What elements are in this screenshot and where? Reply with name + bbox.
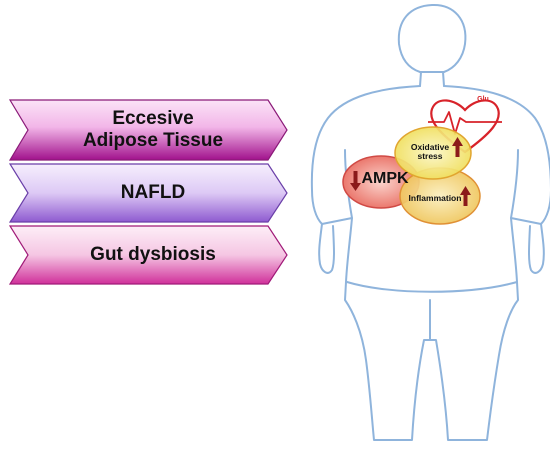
circle-oxidative-stress xyxy=(394,126,472,180)
arrow-nafld xyxy=(8,163,288,223)
heart-glu-label: Glu xyxy=(477,96,489,103)
ampk-label: AMPK xyxy=(361,170,409,187)
up-arrow-icon xyxy=(460,186,471,206)
arrow-label-nafld: NAFLD xyxy=(120,182,186,204)
inflammation-label: Inflammation xyxy=(408,193,462,203)
left-arm xyxy=(318,223,335,274)
oxidative-stress-label: Oxidative stress xyxy=(410,142,450,162)
arrow-excessive-adipose xyxy=(8,99,288,161)
up-arrow-icon xyxy=(452,137,463,157)
head-outline xyxy=(397,3,467,73)
arrow-gut-dysbiosis xyxy=(8,225,288,285)
right-arm xyxy=(528,223,545,274)
arrow-label-adipose: Eccesive Adipose Tissue xyxy=(82,108,224,151)
arrow-label-gut-dysbiosis: Gut dysbiosis xyxy=(90,244,216,266)
down-arrow-icon xyxy=(350,171,361,191)
